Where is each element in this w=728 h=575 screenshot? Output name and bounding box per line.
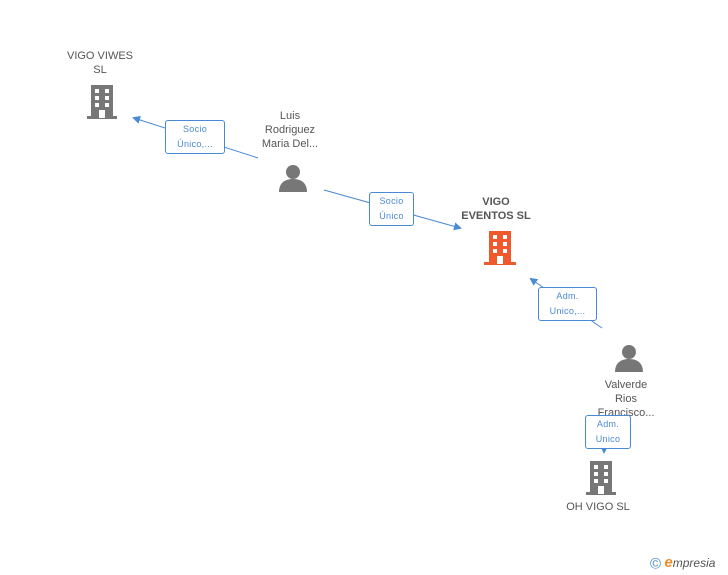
node-label-oh-vigo[interactable]: OH VIGO SL [566, 501, 630, 513]
person-icon[interactable] [278, 163, 308, 193]
node-label-luis[interactable]: Luis Rodriguez Maria Del... [261, 110, 319, 150]
brand-rest: mpresia [672, 556, 716, 570]
node-label-vigo-eventos[interactable]: VIGO EVENTOS SL [461, 196, 531, 222]
person-icon[interactable] [614, 343, 644, 373]
brand-e: e [664, 554, 673, 571]
edge-label-luis-to-eventos[interactable]: Socio Único [369, 192, 414, 226]
edge-label-luis-to-viwes[interactable]: Socio Único,... [165, 120, 225, 154]
edge-label-valverde-to-ohvigo[interactable]: Adm. Unico [585, 415, 631, 449]
node-label-vigo-viwes[interactable]: VIGO VIWES SL [66, 50, 133, 76]
building-icon[interactable] [483, 230, 517, 266]
node-label-valverde[interactable]: Valverde Rios Francisco... [597, 379, 655, 419]
building-icon[interactable] [86, 84, 118, 120]
building-icon[interactable] [585, 460, 617, 496]
copyright-symbol: © [650, 555, 662, 573]
empresia-logo[interactable]: © empresia [650, 554, 715, 574]
edge-label-valverde-to-eventos[interactable]: Adm. Unico,... [538, 287, 597, 321]
